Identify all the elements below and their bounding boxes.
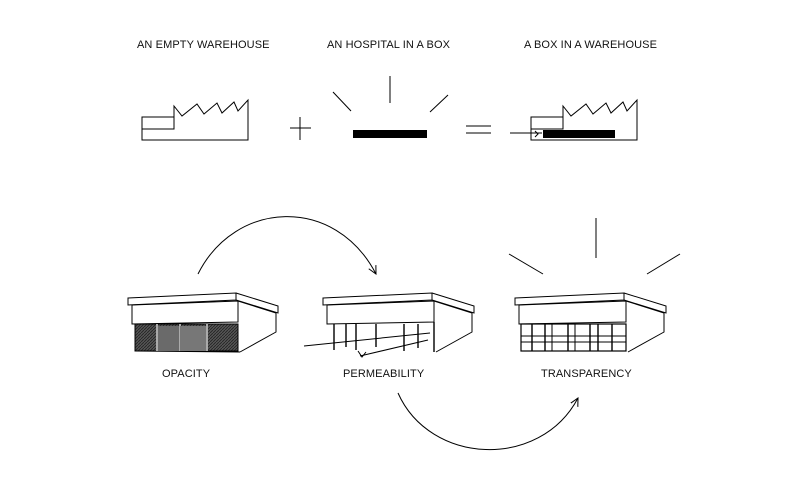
label-empty-warehouse: AN EMPTY WAREHOUSE (137, 39, 270, 51)
label-hospital-in-a-box: AN HOSPITAL IN A BOX (327, 39, 451, 51)
hospital-box-drawing (332, 76, 449, 138)
equals-operator (466, 125, 491, 134)
ray-line (332, 91, 352, 112)
ray-line (508, 253, 544, 275)
label-box-in-warehouse: A BOX IN A WAREHOUSE (524, 39, 658, 51)
plus-operator (290, 117, 311, 140)
arrow-permeability-to-transparency (397, 392, 578, 451)
ray-line (646, 253, 681, 275)
arrow-opacity-to-permeability (197, 216, 376, 274)
label-permeability: PERMEABILITY (343, 368, 425, 380)
transparency-building (514, 292, 667, 353)
label-opacity: OPACITY (162, 368, 211, 380)
ray-line (429, 94, 449, 113)
transparency-rays (508, 218, 681, 275)
box-in-warehouse-drawing (510, 98, 638, 141)
opacity-building (127, 292, 279, 353)
empty-warehouse-drawing (141, 98, 249, 141)
permeability-building (303, 292, 475, 358)
label-transparency: TRANSPARENCY (541, 368, 632, 380)
